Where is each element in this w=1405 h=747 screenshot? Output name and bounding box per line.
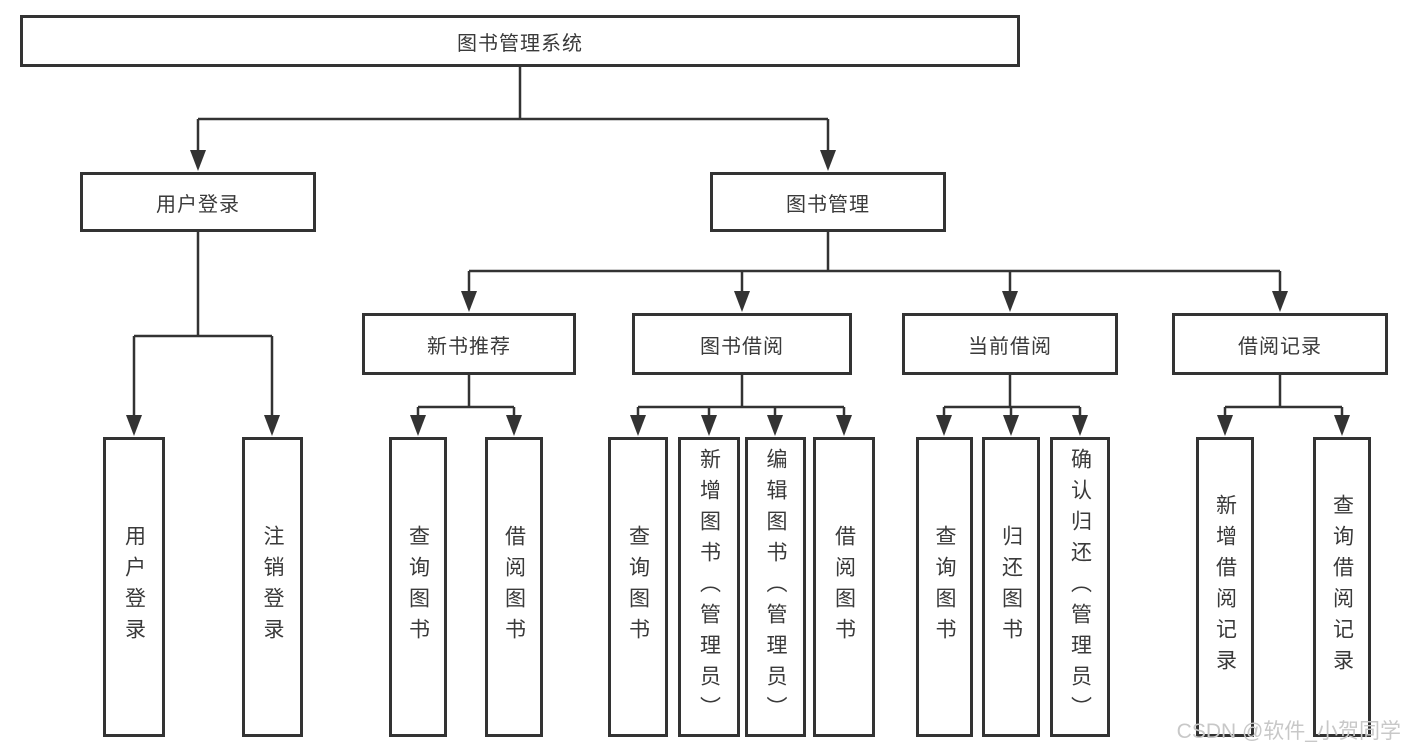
- node-new-book-recommend-label: 新书推荐: [427, 335, 511, 358]
- node-book-borrow-label: 图书借阅: [700, 335, 784, 358]
- watermark-text: CSDN @软件_小贺同学: [1176, 720, 1401, 743]
- leaf-recommend-query-books: 查询图书: [389, 437, 447, 737]
- connector-root-to-level2: [196, 67, 830, 152]
- leaf-query-borrow-record: 查询借阅记录: [1313, 437, 1371, 737]
- leaf-logout: 注销登录: [242, 437, 303, 737]
- leaf-edit-books-admin: 编辑图书（管理员）: [745, 437, 806, 737]
- connector-borrow-to-leaves: [636, 375, 846, 416]
- node-root-label: 图书管理系统: [457, 32, 583, 55]
- node-book-management-label: 图书管理: [786, 193, 870, 216]
- leaf-logout-label: 注销登录: [261, 525, 284, 649]
- node-new-book-recommend: 新书推荐: [362, 313, 576, 375]
- connector-current-to-leaves: [942, 375, 1082, 416]
- leaf-borrow-books: 借阅图书: [813, 437, 875, 737]
- leaf-recommend-query-books-label: 查询图书: [406, 525, 430, 649]
- connector-bookmgmt-to-level3: [467, 232, 1282, 292]
- leaf-add-books-admin: 新增图书（管理员）: [678, 437, 740, 737]
- node-borrow-records: 借阅记录: [1172, 313, 1388, 375]
- leaf-recommend-borrow-books: 借阅图书: [485, 437, 543, 737]
- node-book-management: 图书管理: [710, 172, 946, 232]
- connector-recommend-to-leaves: [416, 375, 516, 416]
- leaf-add-borrow-record-label: 新增借阅记录: [1213, 494, 1237, 680]
- leaf-return-books: 归还图书: [982, 437, 1040, 737]
- leaf-confirm-return-admin-label: 确认归还（管理员）: [1068, 447, 1092, 727]
- leaf-add-books-admin-label: 新增图书（管理员）: [697, 447, 721, 727]
- node-book-borrow: 图书借阅: [632, 313, 852, 375]
- node-current-borrow: 当前借阅: [902, 313, 1118, 375]
- connector-userlogin-to-leaves: [132, 232, 274, 416]
- leaf-query-borrow-record-label: 查询借阅记录: [1330, 494, 1354, 680]
- leaf-edit-books-admin-label: 编辑图书（管理员）: [764, 447, 787, 727]
- node-borrow-records-label: 借阅记录: [1238, 335, 1322, 358]
- leaf-borrow-books-label: 借阅图书: [832, 525, 856, 649]
- leaf-confirm-return-admin: 确认归还（管理员）: [1050, 437, 1110, 737]
- connector-records-to-leaves: [1223, 375, 1344, 416]
- leaf-user-login-label: 用户登录: [122, 525, 146, 649]
- node-root: 图书管理系统: [20, 15, 1020, 67]
- leaf-current-query-books: 查询图书: [916, 437, 973, 737]
- node-user-login-label: 用户登录: [156, 193, 240, 216]
- leaf-borrow-query-books-label: 查询图书: [626, 525, 650, 649]
- leaf-return-books-label: 归还图书: [999, 525, 1023, 649]
- leaf-add-borrow-record: 新增借阅记录: [1196, 437, 1254, 737]
- leaf-current-query-books-label: 查询图书: [933, 525, 956, 649]
- leaf-user-login: 用户登录: [103, 437, 165, 737]
- node-user-login: 用户登录: [80, 172, 316, 232]
- leaf-recommend-borrow-books-label: 借阅图书: [502, 525, 526, 649]
- leaf-borrow-query-books: 查询图书: [608, 437, 668, 737]
- node-current-borrow-label: 当前借阅: [968, 335, 1052, 358]
